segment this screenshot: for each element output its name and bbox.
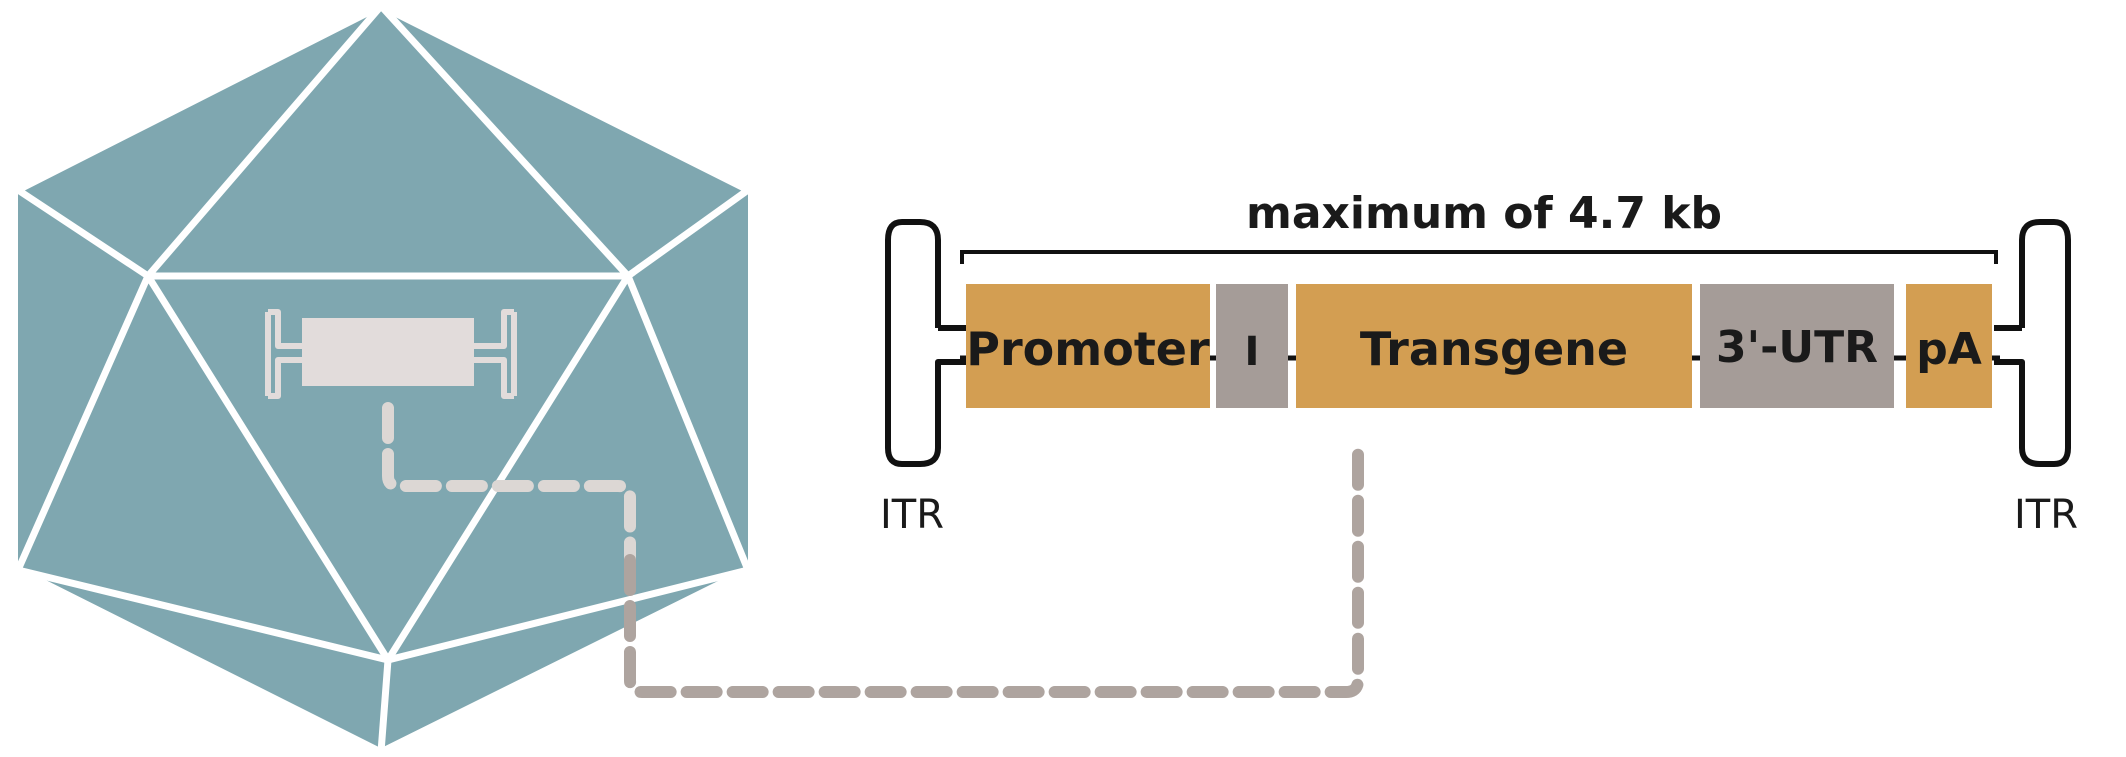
- segment-polya-label: pA: [1916, 324, 1982, 375]
- capacity-bracket: [960, 250, 1998, 264]
- segment-transgene-label: Transgene: [1360, 322, 1628, 376]
- outer-connector-line: [624, 440, 1364, 698]
- segment-3utr: [1700, 284, 1894, 408]
- segment-intron-label: I: [1245, 329, 1260, 375]
- inner-connector-line: [382, 402, 636, 566]
- segment-polya: [1906, 284, 1992, 408]
- itr-right-label: ITR: [2014, 492, 2078, 538]
- segment-promoter: [966, 284, 1210, 408]
- aav-capsid: [14, 0, 752, 756]
- capsid-facet-edges: [14, 0, 752, 756]
- genome-insert-box: [302, 318, 474, 386]
- itr-right-icon: [1994, 219, 2071, 467]
- itr-left-label: ITR: [880, 492, 944, 538]
- expression-cassette: maximum of 4.7 kb Promoter I Transgene 3…: [880, 188, 2078, 538]
- segment-3utr-label: 3'-UTR: [1716, 322, 1878, 373]
- genome-itr-left-icon: [265, 309, 302, 399]
- itr-left-icon: [885, 219, 966, 467]
- segment-transgene: [1296, 284, 1692, 408]
- capacity-label: maximum of 4.7 kb: [1246, 188, 1722, 239]
- segment-promoter-label: Promoter: [966, 322, 1210, 376]
- packaged-genome-icon: [265, 309, 517, 399]
- segment-intron: [1216, 284, 1288, 408]
- genome-itr-right-icon: [474, 309, 517, 399]
